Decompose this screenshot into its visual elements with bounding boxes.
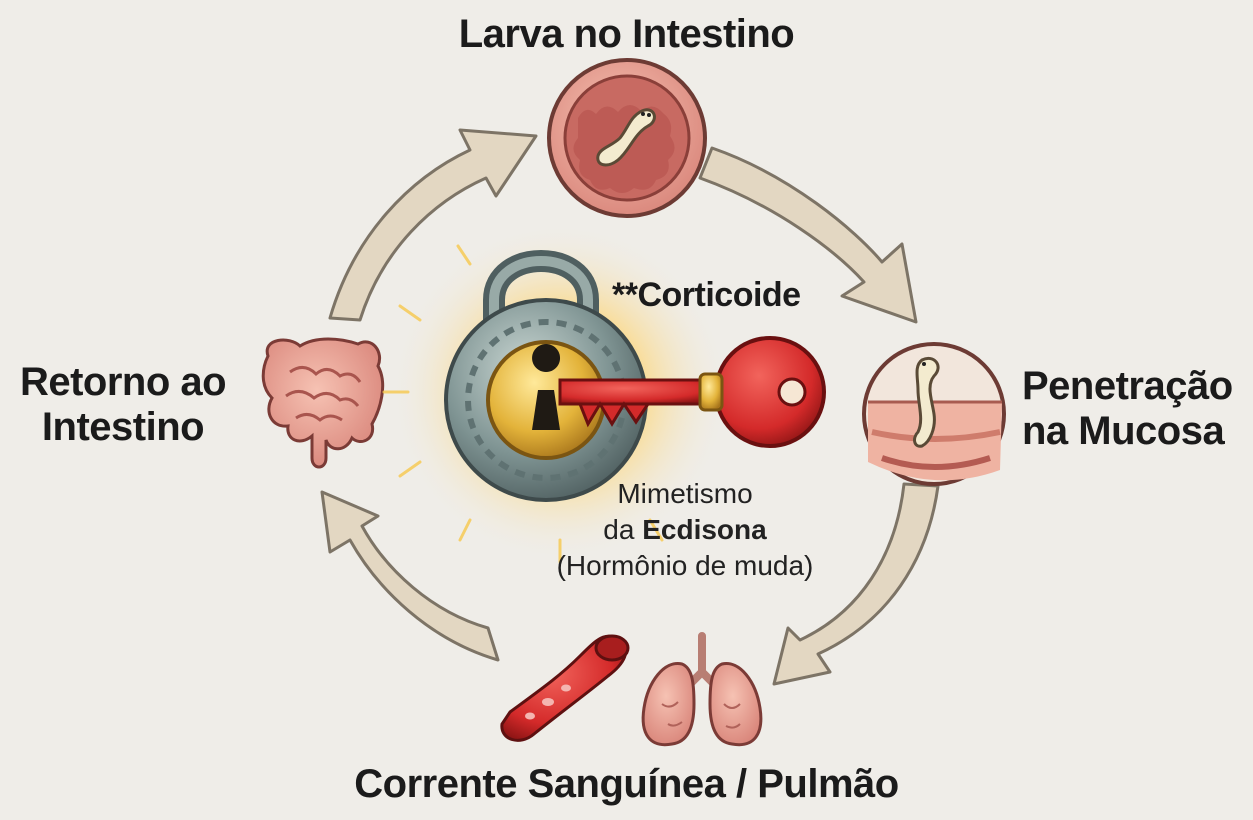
stage-label-penetration-line1: Penetração [1022, 364, 1233, 409]
blood-vessel-icon [502, 636, 628, 740]
corticoid-label: **Corticoide [612, 276, 801, 314]
stage-label-penetration: Penetração na Mucosa [1022, 364, 1233, 454]
stage-label-return-intestine: Retorno ao Intestino [8, 360, 238, 450]
stage-label-larva-intestine: Larva no Intestino [0, 12, 1253, 57]
larva-in-intestine-icon [549, 60, 705, 216]
caption-ecdisona: Ecdisona [642, 514, 766, 545]
caption-line2: da Ecdisona [520, 512, 850, 548]
intestine-icon [263, 339, 382, 467]
center-caption: Mimetismo da Ecdisona (Hormônio de muda) [520, 476, 850, 583]
larva-penetrating-mucosa-icon [864, 344, 1004, 484]
lungs-icon [643, 636, 761, 745]
stage-label-penetration-line2: na Mucosa [1022, 409, 1233, 454]
stage-label-return-line2: Intestino [8, 405, 238, 450]
caption-line2-prefix: da [603, 514, 642, 545]
stage-label-return-line1: Retorno ao [8, 360, 238, 405]
caption-line3: (Hormônio de muda) [520, 548, 850, 584]
stage-label-bloodstream-lung: Corrente Sanguínea / Pulmão [0, 762, 1253, 807]
caption-line1: Mimetismo [520, 476, 850, 512]
